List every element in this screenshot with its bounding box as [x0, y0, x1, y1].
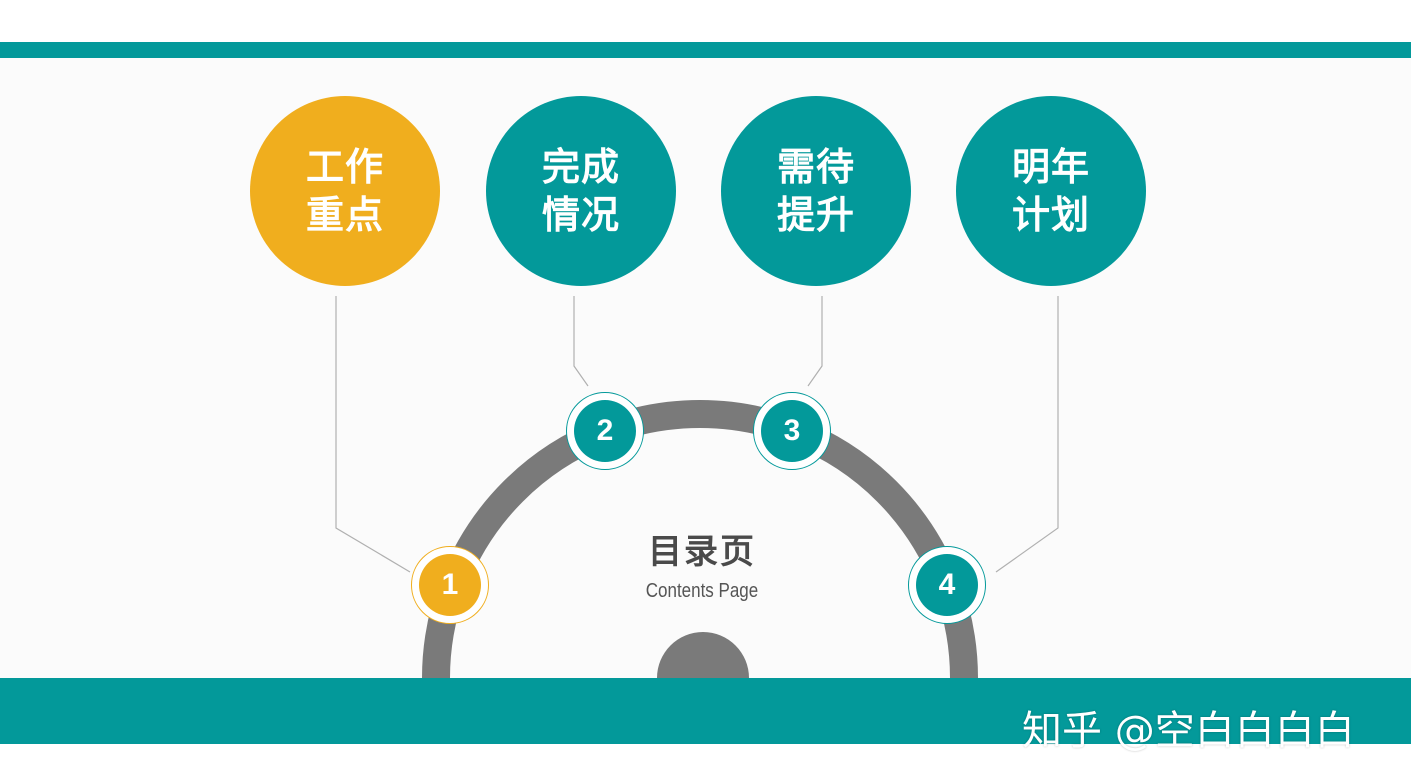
connector-line-4 — [995, 296, 1059, 573]
connector-line-2 — [573, 296, 589, 387]
bottom-accent-bar — [0, 678, 1411, 744]
topic-circle-3[interactable]: 需待 提升 — [721, 96, 911, 286]
topic-4-line1: 明年 — [1011, 145, 1090, 189]
topic-1-line1: 工作 — [305, 145, 384, 189]
topic-2-line1: 完成 — [541, 145, 620, 189]
topic-circle-2[interactable]: 完成 情况 — [486, 96, 676, 286]
watermark-text: 知乎 @空白白白白 — [1022, 708, 1355, 754]
topic-circle-1[interactable]: 工作 重点 — [250, 96, 440, 286]
number-1-label: 1 — [419, 554, 481, 616]
topic-circle-4[interactable]: 明年 计划 — [956, 96, 1146, 286]
connector-line-3 — [807, 296, 823, 387]
center-title: 目录页 — [648, 532, 756, 572]
number-node-1[interactable]: 1 — [411, 546, 489, 624]
connector-line-1 — [335, 296, 411, 573]
topic-2-line2: 情况 — [541, 193, 620, 237]
topic-1-line2: 重点 — [305, 193, 384, 237]
topic-4-line2: 计划 — [1011, 193, 1090, 237]
number-node-2[interactable]: 2 — [566, 392, 644, 470]
number-4-label: 4 — [916, 554, 978, 616]
number-node-3[interactable]: 3 — [753, 392, 831, 470]
topic-3-line2: 提升 — [776, 193, 855, 237]
topic-3-line1: 需待 — [776, 145, 855, 189]
center-subtitle: Contents Page — [645, 580, 759, 602]
number-node-4[interactable]: 4 — [908, 546, 986, 624]
number-2-label: 2 — [574, 400, 636, 462]
number-3-label: 3 — [761, 400, 823, 462]
slide-background — [0, 58, 1411, 678]
bottom-semicircle — [657, 632, 749, 678]
top-accent-bar — [0, 42, 1411, 58]
